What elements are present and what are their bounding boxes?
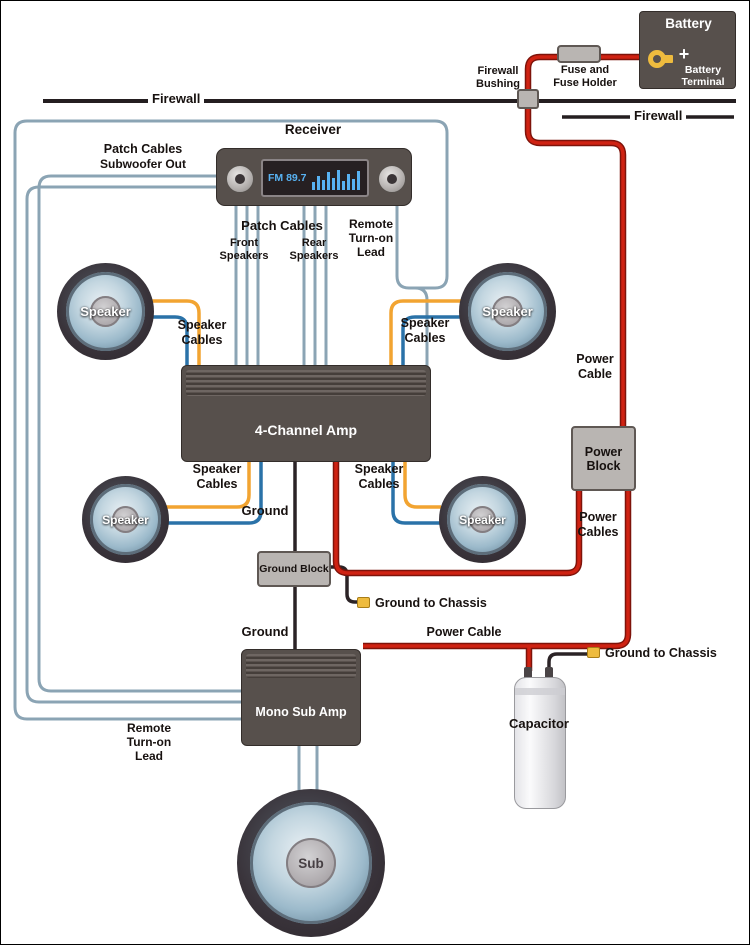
amp-heatsink-fins: [246, 654, 356, 678]
battery-box: Battery + Battery Terminal: [639, 11, 736, 89]
patch-cables-label: Patch Cables: [241, 218, 323, 233]
ground-block: Ground Block: [257, 551, 331, 587]
receiver-volume-knob: [226, 165, 254, 193]
capacitor-body: [514, 677, 566, 809]
speaker-dust-cap: [111, 505, 140, 534]
battery-title: Battery: [665, 16, 712, 31]
receiver-display: FM 89.7: [261, 159, 369, 197]
speaker-label: Speaker: [459, 512, 506, 527]
speaker-label: Speaker: [102, 512, 149, 527]
power-cable-to-4ch-amp-path: [334, 460, 581, 575]
firewall-bushing-label: Firewall Bushing: [476, 65, 520, 90]
remote-turn-on-lead-label-bottom: Remote Turn-on Lead: [126, 721, 172, 764]
chassis-connector-icon: [357, 597, 370, 608]
subwoofer-label: Sub: [298, 855, 324, 871]
power-block: Power Block: [571, 426, 636, 491]
speaker-cable-orange-rear-left: [165, 460, 251, 509]
speaker-label: Speaker: [80, 304, 131, 319]
battery-terminal-label: Battery Terminal: [681, 64, 725, 89]
remote-lead-to-4ch-amp-path: [395, 204, 429, 371]
speaker-front-right: Speaker: [459, 263, 556, 360]
speaker-cables-label-rear-left: Speaker Cables: [192, 462, 242, 491]
spectrum-bars-icon: [311, 166, 362, 190]
receiver-frequency-readout: FM 89.7: [268, 172, 307, 184]
main-power-cable-path: [526, 55, 643, 428]
power-cable-label-bottom: Power Cable: [426, 625, 502, 639]
rear-speakers-label: Rear Speakers: [289, 237, 339, 262]
power-cables: [334, 55, 643, 671]
speaker-cable-blue-rear-right: [391, 460, 441, 525]
speaker-cable-blue-front-right: [401, 315, 463, 371]
receiver-title: Receiver: [284, 122, 342, 137]
speaker-dust-cap: [285, 837, 337, 889]
ground-to-chassis-label-1: Ground to Chassis: [375, 596, 487, 610]
power-cable-label-right: Power Cable: [576, 352, 614, 381]
battery-terminal-icon: [648, 50, 666, 68]
ground-to-chassis-path-2: [547, 652, 591, 669]
receiver-knob-center: [386, 173, 398, 185]
fuse-holder-label: Fuse and Fuse Holder: [553, 64, 617, 89]
speaker-cable-blue-front-left: [151, 315, 189, 371]
capacitor-terminal-negative: [545, 667, 553, 680]
front-speakers-label: Front Speakers: [219, 237, 269, 262]
four-channel-amp: 4-Channel Amp: [181, 365, 431, 462]
capacitor-terminal-positive: [524, 667, 532, 680]
speaker-dust-cap: [468, 505, 497, 534]
remote-turn-on-lead-label-top: Remote Turn-on Lead: [348, 217, 394, 260]
mono-sub-amp: Mono Sub Amp: [241, 649, 361, 746]
mono-sub-amp-label: Mono Sub Amp: [255, 704, 347, 719]
speaker-rear-left: Speaker: [82, 476, 169, 563]
subwoofer: Sub: [237, 789, 385, 937]
firewall-label-right: Firewall: [630, 108, 687, 124]
capacitor-label: Capacitor: [509, 716, 569, 731]
receiver-unit: FM 89.7: [216, 148, 412, 206]
battery-terminal-stub-icon: [664, 55, 673, 63]
speaker-cable-orange-front-right: [389, 299, 463, 371]
speaker-cables-label-front-right: Speaker Cables: [400, 316, 450, 345]
chassis-connector-icon: [587, 647, 600, 658]
speaker-cable-orange-rear-right: [403, 460, 441, 509]
capacitor-band: [515, 688, 565, 695]
speaker-rear-right: Speaker: [439, 476, 526, 563]
fuse-holder-block: [557, 45, 601, 63]
subwoofer-patch-cable-path-2: [25, 185, 243, 704]
amp-heatsink-fins: [186, 370, 426, 396]
battery-plus-sign: +: [678, 44, 690, 64]
subwoofer-patch-cable-path-1: [37, 174, 243, 693]
ground-to-chassis-path-1: [329, 565, 361, 604]
speaker-cable-orange-front-left: [151, 299, 201, 371]
ground-to-chassis-label-2: Ground to Chassis: [605, 646, 717, 660]
remote-lead-long-path: [13, 119, 449, 721]
ground-label-top: Ground: [241, 503, 289, 518]
speaker-cables-label-rear-right: Speaker Cables: [354, 462, 404, 491]
receiver-knob-center: [234, 173, 246, 185]
speaker-dust-cap: [491, 295, 524, 328]
receiver-tuning-knob: [378, 165, 406, 193]
ground-label-bottom: Ground: [241, 624, 289, 639]
speaker-cables-label-front-left: Speaker Cables: [177, 318, 227, 347]
power-cables-label: Power Cables: [577, 510, 619, 539]
speaker-label: Speaker: [482, 304, 533, 319]
firewall-bushing-block: [517, 89, 539, 109]
subwoofer-out-patch-label: Patch Cables Subwoofer Out: [100, 142, 186, 171]
power-cable-to-sub-amp-path: [363, 489, 630, 648]
four-channel-amp-label: 4-Channel Amp: [254, 421, 358, 438]
speaker-cable-blue-rear-left: [165, 460, 263, 525]
speaker-front-left: Speaker: [57, 263, 154, 360]
firewall-label-left: Firewall: [148, 91, 205, 107]
speaker-dust-cap: [89, 295, 122, 328]
